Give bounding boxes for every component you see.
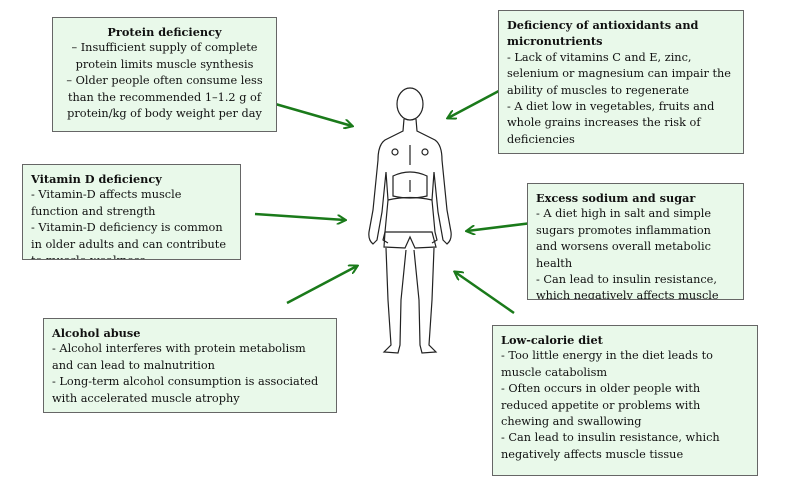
protein-deficiency-box: Protein deficiency – Insufficient supply… <box>52 17 277 132</box>
box-line: – Insufficient supply of complete protei… <box>71 41 258 71</box>
alcohol-abuse-box: Alcohol abuse - Alcohol interferes with … <box>43 318 337 413</box>
box-line: - Alcohol interferes with protein metabo… <box>52 342 306 372</box>
box-title: Protein deficiency <box>107 25 222 39</box>
vitamin-d-deficiency-box: Vitamin D deficiency - Vitamin-D affects… <box>22 164 241 260</box>
box-title: Alcohol abuse <box>52 326 141 340</box>
antioxidants-deficiency-box: Deficiency of antioxidants and micronutr… <box>498 10 744 154</box>
box-line: - Too little energy in the diet leads to… <box>501 349 713 379</box>
arrow-vitamind <box>254 212 345 220</box>
box-title: Deficiency of antioxidants and micronutr… <box>507 18 699 49</box>
box-line: - Long-term alcohol consumption is assoc… <box>52 375 319 405</box>
box-line: - Can lead to insulin resistance, which … <box>536 273 719 300</box>
box-line: - Can lead to insulin resistance, which … <box>501 431 720 461</box>
human-body-figure <box>368 87 452 354</box>
box-line: - Often occurs in older people with redu… <box>501 382 701 429</box>
box-line: - A diet low in vegetables, fruits and w… <box>507 100 715 146</box>
excess-sodium-sugar-box: Excess sodium and sugar - A diet high in… <box>527 183 744 300</box>
box-title: Vitamin D deficiency <box>31 172 162 186</box>
arrow-lowcal <box>455 272 515 315</box>
box-line: - Vitamin-D affects muscle function and … <box>31 188 182 218</box>
box-title: Low-calorie diet <box>501 333 603 347</box>
arrow-alcohol <box>286 266 357 305</box>
box-line: - Lack of vitamins C and E, zinc, seleni… <box>507 50 731 97</box>
box-title: Excess sodium and sugar <box>536 191 696 205</box>
box-line: - Vitamin-D deficiency is common in olde… <box>31 221 227 259</box>
box-line: - A diet high in salt and simple sugars … <box>536 207 712 270</box>
low-calorie-diet-box: Low-calorie diet - Too little energy in … <box>492 325 758 476</box>
box-line: – Older people often consume less than t… <box>66 74 263 121</box>
